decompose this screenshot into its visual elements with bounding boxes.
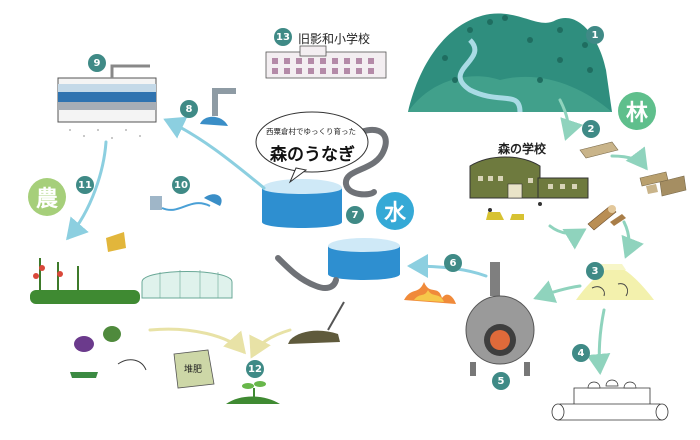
forest-school-building	[469, 156, 589, 220]
arrow-2-to-logs	[548, 224, 587, 250]
eel-tank-upper	[262, 179, 342, 228]
old-school-name: 旧影和小学校	[298, 32, 371, 46]
step-badge-5: 5	[492, 372, 510, 390]
water-category-badge: 水	[376, 192, 414, 230]
eel-illustration-lower	[275, 255, 339, 291]
step-badge-2: 2	[582, 120, 600, 138]
shovel-and-soil	[288, 301, 345, 344]
hose-and-sprinkler	[150, 194, 222, 211]
step-badge-10: 10	[172, 176, 190, 194]
mountain-forest-illustration	[408, 13, 612, 113]
wood-boiler	[465, 262, 535, 376]
faucet	[200, 88, 236, 126]
step-badge-7: 7	[346, 206, 364, 224]
water-treatment-tank	[57, 64, 157, 139]
arrow-9-to-11	[66, 140, 108, 241]
compost-bag-label: 堆肥	[184, 365, 203, 375]
eel-tank-lower	[328, 238, 400, 280]
step-badge-11: 11	[76, 176, 94, 194]
vegetables	[70, 326, 147, 378]
arrow-7-to-9	[163, 116, 266, 190]
step-badge-4: 4	[572, 344, 590, 362]
greenhouse	[141, 270, 233, 299]
cut-logs	[587, 205, 626, 231]
arrow-3-to-5	[533, 280, 582, 303]
fire-illustration	[404, 282, 456, 304]
old-school-building	[265, 45, 387, 79]
arrow-2-to-timber	[610, 146, 648, 171]
mushroom-logs	[551, 379, 669, 421]
step-badge-9: 9	[88, 54, 106, 72]
agriculture-category-badge: 農	[28, 178, 66, 216]
step-badge-6: 6	[444, 254, 462, 272]
forest-school-name: 森の学校	[498, 142, 547, 156]
arrow-logs-to-3	[621, 220, 644, 259]
arrow-3-to-4	[586, 308, 611, 375]
step-badge-8: 8	[180, 100, 198, 118]
arrow-1-to-2	[558, 98, 584, 141]
seedling	[226, 381, 280, 404]
speech-bubble-subtitle: 西粟倉村でゆっくり育った	[266, 127, 356, 136]
step-badge-3: 3	[586, 262, 604, 280]
step-badge-1: 1	[586, 26, 604, 44]
timber-planks	[579, 141, 687, 197]
arrow-veg-to-12	[148, 327, 246, 355]
arrow-soil-to-12	[249, 328, 292, 359]
eel-illustration-upper	[343, 126, 389, 198]
speech-bubble-title: 森のうなぎ	[270, 145, 355, 165]
compost-bag	[173, 349, 215, 389]
forest-category-badge: 林	[618, 92, 656, 130]
speech-bubble	[255, 111, 369, 184]
step-badge-13: 13	[274, 28, 292, 46]
step-badge-12: 12	[246, 360, 264, 378]
farm-field	[30, 232, 140, 304]
